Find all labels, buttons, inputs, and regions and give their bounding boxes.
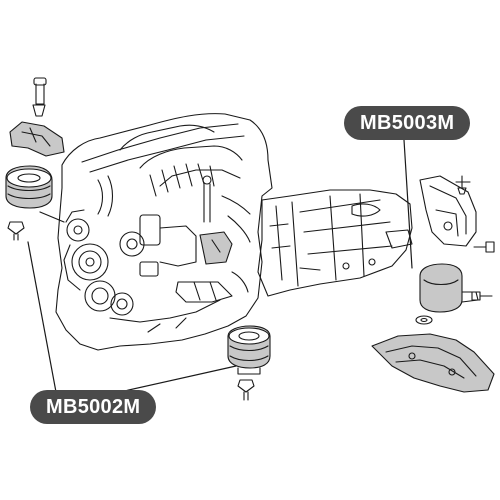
engine-block	[55, 113, 273, 351]
rear-transmission-mount	[419, 263, 479, 313]
rear-mount-bracket	[419, 175, 477, 247]
front-right-mount-bolt	[237, 379, 255, 401]
front-left-mount-nut	[7, 221, 25, 241]
rear-mount-washer	[415, 315, 433, 325]
crossmember	[371, 333, 495, 393]
front-right-mount	[227, 325, 271, 375]
rear-bracket-bolt-2	[473, 241, 495, 253]
rear-bracket-bolt	[455, 175, 471, 195]
front-left-mount	[5, 165, 53, 209]
transmission	[257, 189, 413, 297]
front-left-bracket	[9, 121, 65, 157]
part-number-label-front: MB5002M	[30, 390, 157, 424]
upper-mount-bolt	[32, 77, 47, 117]
part-number-label-rear: MB5003M	[344, 106, 471, 140]
leader-lines	[27, 139, 413, 397]
rear-mount-bolt	[471, 291, 493, 301]
